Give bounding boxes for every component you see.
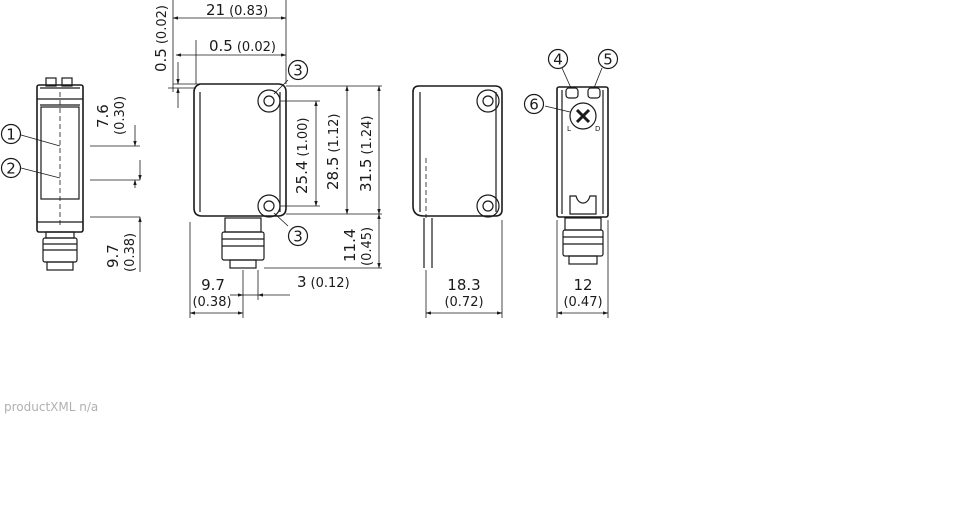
dim-width-top: 21(0.83) bbox=[206, 1, 268, 19]
dim-body-inner: 28.5(1.12) bbox=[324, 114, 342, 191]
callout-6: 6 bbox=[529, 96, 539, 114]
dim-side-bottom: 9.7 bbox=[104, 244, 122, 268]
front-view bbox=[193, 83, 287, 269]
callout-1: 1 bbox=[6, 126, 16, 144]
dim-front-width-inch: (0.47) bbox=[563, 295, 602, 310]
dim-offset-a: 0.5(0.02) bbox=[152, 5, 170, 72]
dimension-lines bbox=[20, 0, 609, 318]
dim-conn-offset-inch: (0.38) bbox=[192, 295, 231, 310]
switch-label-left: L bbox=[567, 125, 571, 133]
rear-view bbox=[556, 86, 609, 265]
dim-conn-offset: 9.7 bbox=[201, 276, 225, 294]
footer-note: productXML n/a bbox=[4, 400, 99, 414]
dim-depth-inch: (0.72) bbox=[444, 295, 483, 310]
dim-body-height: 31.5(1.24) bbox=[357, 116, 375, 193]
dim-conn-gap: 3(0.12) bbox=[297, 273, 350, 291]
dim-side-bottom-inch: (0.38) bbox=[123, 233, 138, 272]
dim-depth: 18.3 bbox=[447, 276, 480, 294]
cable-view bbox=[412, 85, 503, 268]
dim-connector-height: 11.4 bbox=[341, 229, 359, 262]
dim-connector-height-inch: (0.45) bbox=[360, 227, 375, 266]
callout-3-top: 3 bbox=[293, 62, 303, 80]
dim-front-width: 12 bbox=[573, 276, 592, 294]
callout-4: 4 bbox=[553, 51, 563, 69]
dim-side-top-inch: (0.30) bbox=[113, 96, 128, 135]
callout-2: 2 bbox=[6, 160, 16, 178]
dim-hole-spacing: 25.4(1.00) bbox=[293, 118, 311, 195]
callout-3-bottom: 3 bbox=[293, 228, 303, 246]
switch-label-right: D bbox=[595, 125, 600, 133]
callout-5: 5 bbox=[603, 51, 613, 69]
dim-offset-b: 0.5(0.02) bbox=[209, 37, 276, 55]
callout-markers bbox=[0, 48, 619, 247]
side-view-narrow bbox=[36, 77, 84, 271]
dim-side-top: 7.6 bbox=[94, 104, 112, 128]
